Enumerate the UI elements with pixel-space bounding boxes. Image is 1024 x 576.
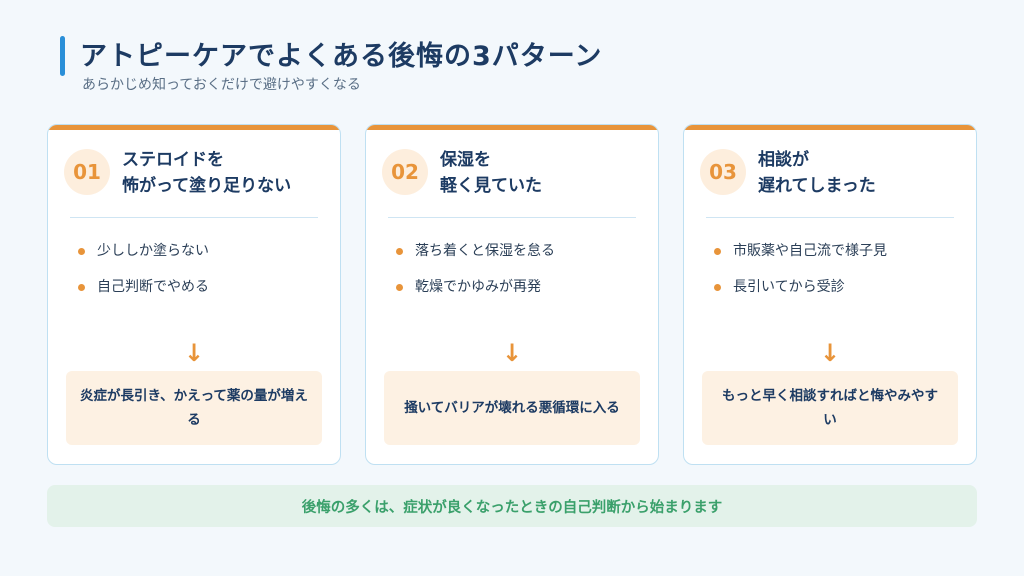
result-box: もっと早く相談すればと悔やみやすい <box>702 371 958 445</box>
bullet-text: 市販薬や自己流で様子見 <box>733 243 887 259</box>
arrow-down-icon: ↓ <box>183 339 205 367</box>
number-badge: 01 <box>64 149 110 195</box>
bullet-list: 落ち着くと保湿を怠る 乾燥でかゆみが再発 <box>396 233 555 305</box>
bullet-text: 落ち着くと保湿を怠る <box>415 243 555 259</box>
bullet-item: 長引いてから受診 <box>714 269 887 305</box>
bullet-dot-icon <box>78 247 85 255</box>
bullet-list: 市販薬や自己流で様子見 長引いてから受診 <box>714 233 887 305</box>
bullet-dot-icon <box>396 283 403 291</box>
page-title: アトピーケアでよくある後悔の3パターン <box>80 41 603 72</box>
bullet-text: 乾燥でかゆみが再発 <box>415 279 541 295</box>
card-heading-line2: 軽く見ていた <box>440 176 542 196</box>
arrow-down-icon: ↓ <box>501 339 523 367</box>
pattern-card-1: 01 ステロイドを 怖がって塗り足りない 少ししか塗らない 自己判断でやめる ↓… <box>47 124 341 465</box>
bullet-text: 少ししか塗らない <box>97 243 209 259</box>
pattern-card-3: 03 相談が 遅れてしまった 市販薬や自己流で様子見 長引いてから受診 ↓ もっ… <box>683 124 977 465</box>
bullet-text: 長引いてから受診 <box>733 279 845 295</box>
result-box: 掻いてバリアが壊れる悪循環に入る <box>384 371 640 445</box>
card-heading-line1: 相談が <box>758 150 809 170</box>
card-heading-line1: 保湿を <box>440 150 491 170</box>
bullet-item: 市販薬や自己流で様子見 <box>714 233 887 269</box>
result-box: 炎症が長引き、かえって薬の量が増える <box>66 371 322 445</box>
number-badge: 03 <box>700 149 746 195</box>
card-heading: 保湿を 軽く見ていた <box>440 147 640 199</box>
card-heading-line1: ステロイドを <box>122 150 224 170</box>
bullet-item: 乾燥でかゆみが再発 <box>396 269 555 305</box>
bullet-text: 自己判断でやめる <box>97 279 209 295</box>
card-top-accent <box>684 125 976 130</box>
card-top-accent <box>48 125 340 130</box>
arrow-down-icon: ↓ <box>819 339 841 367</box>
bullet-dot-icon <box>714 283 721 291</box>
card-divider <box>70 217 318 218</box>
bullet-dot-icon <box>714 247 721 255</box>
card-divider <box>388 217 636 218</box>
card-top-accent <box>366 125 658 130</box>
bullet-dot-icon <box>396 247 403 255</box>
bullet-item: 落ち着くと保湿を怠る <box>396 233 555 269</box>
bullet-item: 少ししか塗らない <box>78 233 209 269</box>
title-accent-bar <box>60 36 65 76</box>
card-heading: ステロイドを 怖がって塗り足りない <box>122 147 322 199</box>
pattern-card-2: 02 保湿を 軽く見ていた 落ち着くと保湿を怠る 乾燥でかゆみが再発 ↓ 掻いて… <box>365 124 659 465</box>
page-subtitle: あらかじめ知っておくだけで避けやすくなる <box>82 77 361 93</box>
card-heading-line2: 怖がって塗り足りない <box>122 176 292 196</box>
bullet-dot-icon <box>78 283 85 291</box>
footer-note: 後悔の多くは、症状が良くなったときの自己判断から始まります <box>47 485 977 527</box>
card-heading: 相談が 遅れてしまった <box>758 147 958 199</box>
bullet-list: 少ししか塗らない 自己判断でやめる <box>78 233 209 305</box>
card-divider <box>706 217 954 218</box>
number-badge: 02 <box>382 149 428 195</box>
bullet-item: 自己判断でやめる <box>78 269 209 305</box>
card-heading-line2: 遅れてしまった <box>758 176 876 196</box>
